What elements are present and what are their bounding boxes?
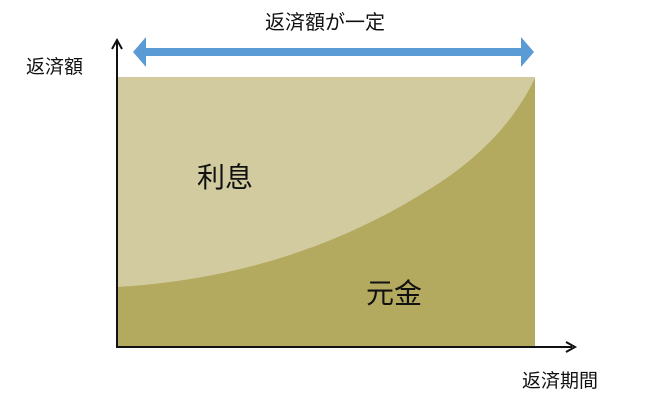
principal-region (118, 78, 535, 347)
diagram-title: 返済額が一定 (265, 10, 385, 34)
principal-label: 元金 (366, 277, 423, 310)
y-axis-arrowhead (111, 37, 123, 50)
axes (111, 37, 578, 353)
interest-label: 利息 (197, 161, 254, 194)
x-axis-arrowhead (565, 341, 578, 353)
y-axis-label: 返済額 (26, 56, 84, 78)
double-arrow-icon (133, 37, 534, 67)
x-axis-label: 返済期間 (522, 370, 599, 392)
